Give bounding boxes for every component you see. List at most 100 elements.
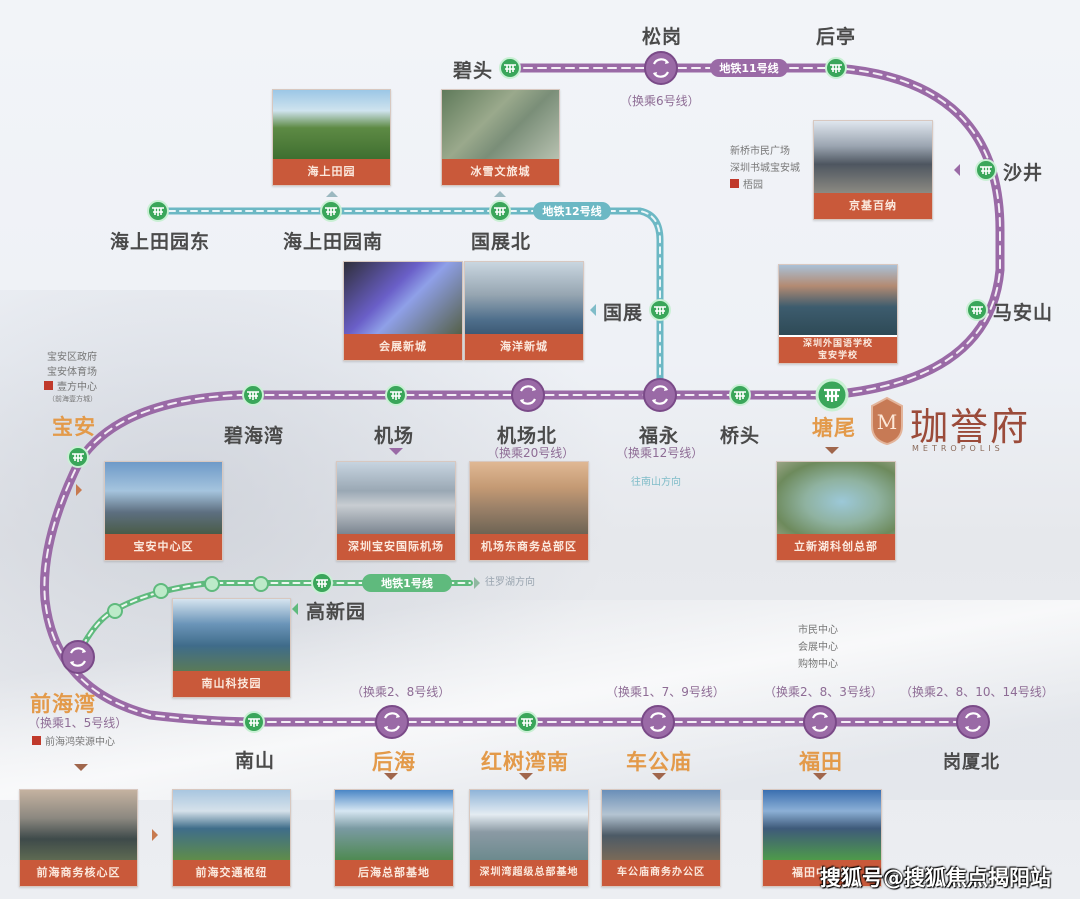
station-icon-guozhan[interactable]	[649, 299, 671, 325]
transfer-icon-songgang[interactable]	[643, 50, 679, 90]
poi-card[interactable]: 机场东商务总部区	[469, 461, 589, 561]
poi-card[interactable]: 前海商务核心区	[19, 789, 138, 887]
poi-card[interactable]: 海洋新城	[464, 261, 584, 361]
poi-card[interactable]: 立新湖科创总部	[776, 461, 896, 561]
station-label-gangxiabei: 岗厦北	[943, 752, 1000, 773]
poi-card[interactable]: 车公庙商务办公区	[601, 789, 721, 887]
photo	[602, 790, 720, 860]
station-label-fuyong: 福永	[639, 425, 680, 447]
card-caption: 深圳湾超级总部基地	[470, 860, 588, 886]
transfer-note-qianhaiwan: （换乘1、5号线）	[28, 716, 128, 730]
metro-icon	[242, 384, 264, 406]
transfer-icon	[511, 378, 545, 412]
poi-card[interactable]: 海上田园	[272, 89, 391, 186]
transfer-icon-gangxiabei[interactable]	[955, 704, 991, 744]
station-icon-nanshan[interactable]	[243, 711, 265, 737]
poi-card[interactable]: 南山科技园	[172, 598, 291, 698]
card-caption: 后海总部基地	[335, 860, 453, 886]
poi-card[interactable]: 前海交通枢纽	[172, 789, 291, 887]
transfer-icon	[803, 705, 837, 739]
station-label-haishangtianyuannan: 海上田园南	[283, 231, 384, 253]
line-1-stop-icon	[153, 583, 169, 599]
brand-mark-icon	[730, 179, 739, 188]
station-label-hongshuwannan: 红树湾南	[481, 750, 569, 774]
card-caption: 深圳外国语学校 宝安学校	[779, 337, 897, 363]
pointer-right-icon	[152, 829, 158, 841]
station-icon-tangwei[interactable]	[815, 378, 849, 416]
poi-card[interactable]: 福田中心区	[762, 789, 882, 887]
poi-item: 深圳书城宝安城	[730, 163, 800, 174]
transfer-icon	[956, 705, 990, 739]
station-label-baoan: 宝安	[52, 415, 96, 439]
station-icon-haishangtianyuannan[interactable]	[320, 200, 342, 226]
poi-card[interactable]: 会展新城	[343, 261, 463, 361]
photo	[779, 265, 897, 335]
line-1-stop-icon	[253, 576, 269, 592]
station-icon-qiaotou[interactable]	[729, 384, 751, 410]
station-icon-bihaiwan[interactable]	[242, 384, 264, 410]
station-icon-shajing[interactable]	[975, 159, 997, 185]
station-icon-baoan[interactable]	[67, 446, 89, 472]
transfer-note-jichangbei: （换乘20号线）	[487, 446, 575, 460]
poi-card[interactable]: 后海总部基地	[334, 789, 454, 887]
station-label-guozhan: 国展	[603, 302, 644, 324]
station-icon-houting[interactable]	[825, 57, 847, 83]
metro-icon	[385, 384, 407, 406]
transfer-icon-futian[interactable]	[802, 704, 838, 744]
transfer-icon-fuyong[interactable]	[642, 377, 678, 417]
poi-item: 梧园	[730, 177, 800, 194]
metro-icon	[649, 299, 671, 321]
card-caption: 冰雪文旅城	[442, 159, 559, 185]
pointer-up-icon	[494, 191, 506, 197]
photo	[173, 790, 290, 860]
station-icon-hongshuwannan[interactable]	[516, 711, 538, 737]
station-icon-bitou[interactable]	[499, 57, 521, 83]
direction-arrow-icon	[474, 577, 480, 589]
pointer-down-icon	[384, 773, 398, 780]
brand-emblem-icon: M	[868, 396, 906, 446]
card-caption: 京基百纳	[814, 193, 932, 219]
station-icon-haishangtianyuandong[interactable]	[147, 200, 169, 226]
station-label-chegongmiao: 车公庙	[626, 750, 692, 774]
transfer-icon-houhai[interactable]	[374, 704, 410, 744]
station-icon-maanshan[interactable]	[966, 299, 988, 325]
station-label-nanshan: 南山	[235, 750, 276, 772]
poi-card[interactable]: 深圳宝安国际机场	[336, 461, 456, 561]
poi-item: 购物中心	[798, 659, 838, 670]
card-caption: 前海交通枢纽	[173, 860, 290, 886]
card-caption: 宝安中心区	[105, 534, 222, 560]
pointer-down-icon	[389, 448, 403, 455]
line-1-badge: 地铁1号线	[362, 574, 452, 592]
transfer-icon-jichangbei[interactable]	[510, 377, 546, 417]
station-label-shajing: 沙井	[1003, 162, 1044, 184]
transfer-icon	[375, 705, 409, 739]
station-label-houting: 后亭	[816, 26, 857, 48]
pointer-down-icon	[519, 773, 533, 780]
poi-card[interactable]: 深圳湾超级总部基地	[469, 789, 589, 887]
poi-note-baoan: 宝安区政府 宝安体育场 壹方中心 （前海壹方城）	[44, 350, 97, 404]
station-label-futian: 福田	[799, 750, 843, 774]
pointer-left-icon	[954, 164, 960, 176]
metro-icon	[516, 711, 538, 733]
card-caption: 深圳宝安国际机场	[337, 534, 455, 560]
photo	[470, 790, 588, 860]
metro-icon	[147, 200, 169, 222]
transfer-icon-qianhaiwan[interactable]	[60, 639, 96, 679]
transfer-icon	[641, 705, 675, 739]
station-icon-jichang[interactable]	[385, 384, 407, 410]
transfer-note-futian: （换乘2、8、3号线）	[764, 685, 883, 699]
pointer-down-icon	[652, 773, 666, 780]
station-icon-gaoxinyuan[interactable]	[311, 572, 333, 598]
card-caption: 海洋新城	[465, 334, 583, 360]
poi-card[interactable]: 京基百纳	[813, 120, 933, 220]
transfer-icon-chegongmiao[interactable]	[640, 704, 676, 744]
brand-mark-icon	[44, 381, 53, 390]
poi-card[interactable]: 深圳外国语学校 宝安学校	[778, 264, 898, 364]
direction-note-fuyong: 往南山方向	[631, 477, 681, 488]
poi-card[interactable]: 冰雪文旅城	[441, 89, 560, 186]
station-icon-guozhanbei[interactable]	[489, 200, 511, 226]
card-caption: 海上田园	[273, 159, 390, 185]
poi-card[interactable]: 宝安中心区	[104, 461, 223, 561]
station-label-maanshan: 马安山	[993, 302, 1054, 324]
card-caption: 机场东商务总部区	[470, 534, 588, 560]
